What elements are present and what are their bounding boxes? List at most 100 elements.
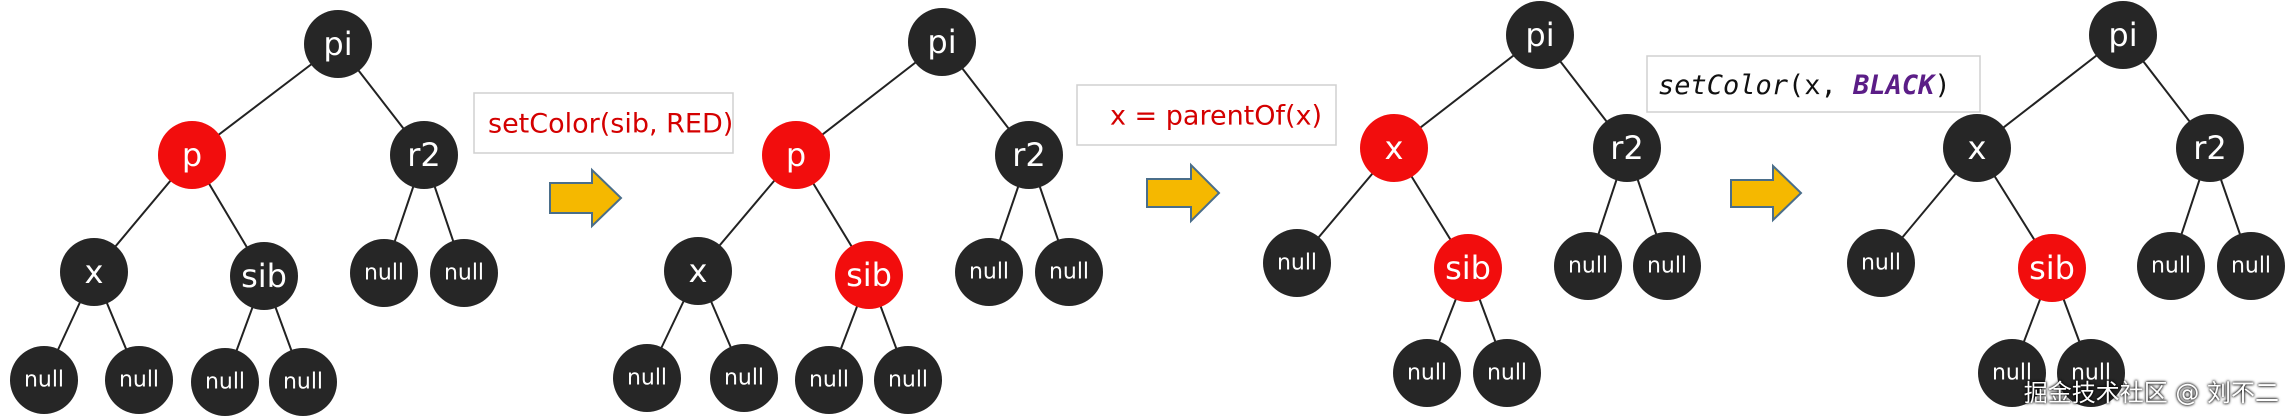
tree-node-n2: null (1393, 339, 1461, 407)
tree-node-n3: null (191, 348, 259, 416)
tree-node-circle (105, 346, 173, 414)
tree-node-label: p (182, 136, 202, 174)
tree-node-label: r2 (1012, 136, 1046, 174)
tree-node-label: x (1968, 129, 1987, 167)
tree-node-circle (995, 121, 1063, 189)
tree-node-n1: null (10, 346, 78, 414)
tree-node-r2: r2 (1593, 114, 1661, 182)
tree-node-label: null (24, 368, 64, 393)
tree-node-circle (230, 242, 298, 310)
tree-node-circle (430, 239, 498, 307)
tree-node-n6: null (2217, 232, 2285, 300)
tree-node-pi: pi (1506, 1, 1574, 69)
tree-node-circle (835, 241, 903, 309)
tree-node-circle (874, 346, 942, 414)
tree-node-circle (1434, 234, 1502, 302)
tree-node-n2: null (1978, 339, 2046, 407)
tree-node-p: p (158, 121, 226, 189)
tree-node-n2: null (710, 344, 778, 412)
tree-node-label: null (1049, 260, 1089, 285)
tree-node-label: null (627, 366, 667, 391)
tree-node-circle (795, 346, 863, 414)
tree-node-label: null (888, 368, 928, 393)
tree-node-n1: null (1263, 229, 1331, 297)
tree-node-label: null (724, 366, 764, 391)
operation-label-2: x = parentOf(x) (1076, 84, 1337, 146)
tree-node-label: null (809, 368, 849, 393)
tree-node-label: null (364, 261, 404, 286)
watermark: 掘金技术社区 @ 刘不二 (2023, 379, 2279, 407)
tree-node-label: null (1568, 254, 1608, 279)
tree-node-label: null (2071, 361, 2111, 386)
tree-node-circle (1554, 232, 1622, 300)
tree-node-label: r2 (2193, 129, 2227, 167)
tree-node-n3: null (795, 346, 863, 414)
tree-node-label: null (1861, 251, 1901, 276)
tree-node-label: null (2151, 254, 2191, 279)
tree-node-circle (390, 121, 458, 189)
tree-node-label: p (786, 136, 806, 174)
tree-node-circle (1593, 114, 1661, 182)
tree-node-circle (10, 346, 78, 414)
tree-node-circle (1393, 339, 1461, 407)
tree-node-n1: null (613, 344, 681, 412)
tree-node-n2: null (105, 346, 173, 414)
tree-node-label: null (444, 261, 484, 286)
operation-label-2-text: x = parentOf(x) (1110, 101, 1322, 132)
tree-node-circle (2176, 114, 2244, 182)
tree-node-circle (1035, 238, 1103, 306)
tree-node-label: null (1407, 361, 1447, 386)
tree-node-label: null (283, 370, 323, 395)
step-arrow-icon (549, 167, 623, 229)
tree-node-n1: null (1847, 229, 1915, 297)
tree-node-circle (2018, 234, 2086, 302)
tree-node-label: null (119, 368, 159, 393)
tree-node-circle (2137, 232, 2205, 300)
tree-node-label: pi (927, 23, 956, 61)
tree-node-label: null (1647, 254, 1687, 279)
tree-node-label: pi (323, 25, 352, 63)
tree-node-circle (1473, 339, 1541, 407)
tree-node-label: sib (1445, 249, 1491, 287)
tree-node-sib: sib (2018, 234, 2086, 302)
tree-step-4: pi x r2 null sib null null null null (1847, 1, 2285, 407)
tree-node-label: x (1385, 129, 1404, 167)
tree-node-r2: r2 (995, 121, 1063, 189)
tree-node-circle (955, 238, 1023, 306)
tree-step-3: pi x r2 null sib null null null null (1263, 1, 1701, 407)
tree-node-sib: sib (835, 241, 903, 309)
tree-node-label: null (1487, 361, 1527, 386)
operation-label-3-text: setColor(x, BLACK) (1658, 70, 1951, 101)
tree-node-pi: pi (304, 10, 372, 78)
tree-node-sib: sib (1434, 234, 1502, 302)
tree-node-p: p (762, 121, 830, 189)
tree-node-label: null (1992, 361, 2032, 386)
tree-node-x: x (1360, 114, 1428, 182)
tree-node-n3: null (2057, 339, 2125, 407)
tree-node-circle (613, 344, 681, 412)
tree-node-circle (2057, 339, 2125, 407)
tree-node-label: x (689, 252, 708, 290)
tree-node-n5: null (2137, 232, 2205, 300)
tree-node-x: x (1943, 114, 2011, 182)
tree-node-x: x (664, 237, 732, 305)
tree-node-x: x (60, 238, 128, 306)
tree-node-circle (191, 348, 259, 416)
tree-node-n5: null (955, 238, 1023, 306)
tree-node-r2: r2 (390, 121, 458, 189)
tree-step-2: pi p r2 x sib null null null null null null (613, 8, 1103, 414)
tree-node-circle (350, 239, 418, 307)
tree-node-n6: null (1035, 238, 1103, 306)
tree-node-n5: null (1554, 232, 1622, 300)
tree-node-label: null (1277, 251, 1317, 276)
tree-node-circle (60, 238, 128, 306)
tree-node-label: pi (2108, 16, 2137, 54)
tree-node-label: null (969, 260, 1009, 285)
tree-node-label: x (85, 253, 104, 291)
tree-node-circle (158, 121, 226, 189)
tree-node-circle (908, 8, 976, 76)
tree-node-pi: pi (2089, 1, 2157, 69)
tree-node-label: null (2231, 254, 2271, 279)
